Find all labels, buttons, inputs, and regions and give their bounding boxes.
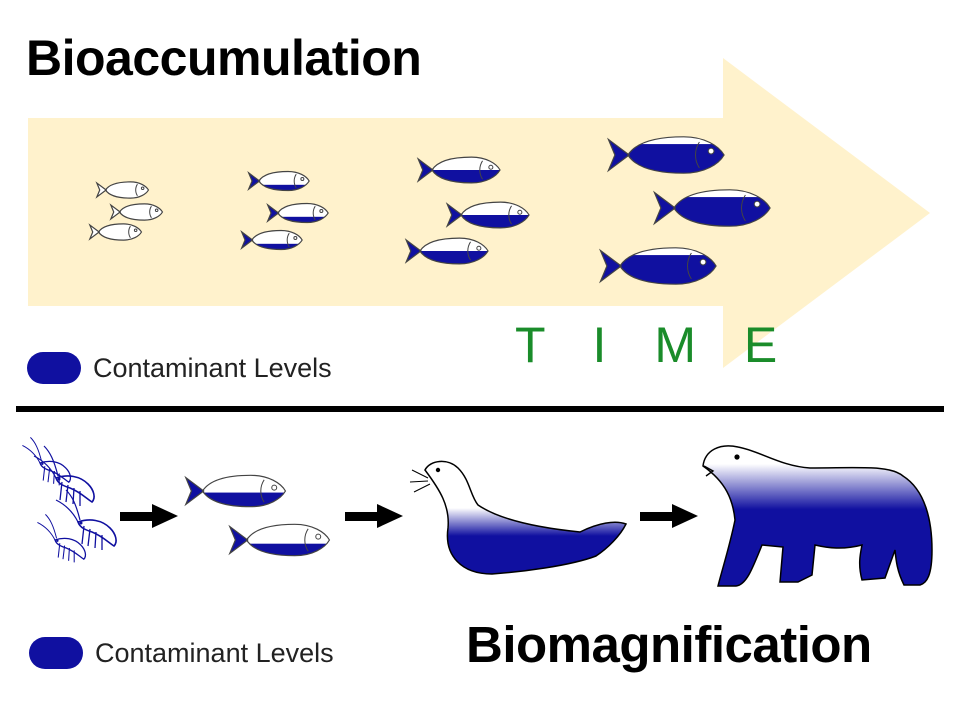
fish-icon bbox=[185, 474, 287, 508]
bioaccumulation-fish-group bbox=[89, 136, 771, 285]
fish-icon bbox=[405, 237, 489, 265]
zooplankton-icon bbox=[21, 436, 117, 564]
food-chain-arrow-3 bbox=[640, 504, 698, 528]
legend-top: Contaminant Levels bbox=[27, 352, 332, 384]
fish-icon bbox=[446, 201, 530, 229]
time-label: T I M E bbox=[515, 317, 795, 373]
contaminant-swatch bbox=[27, 352, 81, 384]
contaminant-swatch bbox=[29, 637, 83, 669]
food-chain-arrows bbox=[120, 504, 698, 528]
legend-bottom: Contaminant Levels bbox=[29, 637, 334, 669]
food-chain-arrow-1 bbox=[120, 504, 178, 528]
fish-icon bbox=[110, 203, 164, 221]
fish-icon bbox=[96, 181, 150, 199]
biomagnification-title: Biomagnification bbox=[466, 616, 872, 673]
fish-icon bbox=[417, 156, 501, 184]
food-chain-arrow-2 bbox=[345, 504, 403, 528]
legend-label: Contaminant Levels bbox=[95, 637, 334, 668]
fish-icon bbox=[241, 229, 303, 251]
polar-bear-icon bbox=[702, 445, 933, 587]
fish-icon bbox=[89, 223, 143, 241]
fish-icon bbox=[248, 170, 310, 192]
fish-icon bbox=[229, 523, 331, 557]
legend-label: Contaminant Levels bbox=[93, 352, 332, 383]
seal-icon bbox=[409, 460, 627, 575]
bioaccumulation-title: Bioaccumulation bbox=[26, 30, 422, 86]
food-chain-fish-group bbox=[185, 474, 331, 557]
fish-icon bbox=[267, 202, 329, 224]
